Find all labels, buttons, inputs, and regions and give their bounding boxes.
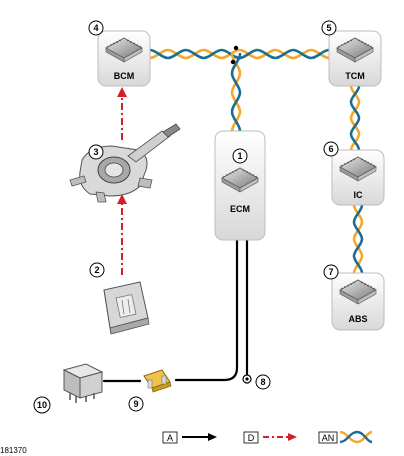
ic-label: IC	[354, 190, 364, 200]
ground-icon	[242, 374, 252, 384]
callout-8-number: 8	[260, 377, 265, 387]
callout-3-number: 3	[93, 147, 98, 157]
legend-key-a: A	[167, 433, 173, 443]
callout-7-number: 7	[328, 267, 333, 277]
can-segment-tcm-ic	[349, 84, 361, 152]
can-segment-ic-abs	[352, 203, 364, 275]
arrow-right-icon	[288, 433, 297, 441]
callout-3: 3	[88, 144, 104, 160]
tcm-label: TCM	[345, 71, 365, 81]
ecm-label: ECM	[230, 204, 250, 214]
bcm-module: BCM	[97, 30, 151, 87]
relay-icon	[62, 363, 104, 403]
legend-item-d: D	[243, 431, 297, 444]
can-segment-ic-abs	[352, 203, 364, 275]
tcm-module: TCM	[328, 30, 382, 87]
legend-key-an: AN	[322, 433, 335, 443]
callout-9: 9	[128, 396, 144, 412]
callout-9-number: 9	[133, 399, 138, 409]
steering-column-switch-icon	[69, 123, 181, 203]
callout-8: 8	[255, 374, 271, 390]
callout-1: 1	[232, 148, 248, 164]
arrow-up-icon	[117, 194, 127, 204]
callout-4: 4	[88, 20, 104, 36]
callout-10: 10	[33, 396, 51, 414]
arrow-up-icon	[117, 87, 127, 97]
fuse-icon	[143, 369, 172, 393]
wire-ecm-to-fuse	[174, 238, 239, 382]
ic-module: IC	[331, 149, 385, 206]
legend-item-a: A	[162, 431, 217, 444]
callout-2-number: 2	[94, 265, 99, 275]
bcm-label: BCM	[114, 71, 135, 81]
callout-5: 5	[321, 20, 337, 36]
can-segment-bus-ecm	[230, 52, 242, 133]
callout-1-number: 1	[237, 151, 242, 161]
can-segment-tcm-ic	[349, 84, 361, 152]
ecm-module: ECM	[214, 130, 266, 241]
callout-4-number: 4	[93, 23, 98, 33]
callout-7: 7	[323, 264, 339, 280]
can-segment-bcm-tcm	[148, 48, 331, 60]
bus-junction-dot	[233, 45, 239, 51]
callout-2: 2	[89, 262, 105, 278]
hardwire-connections	[102, 238, 249, 383]
figure-id: 181370	[0, 446, 27, 455]
sensor-module-icon	[103, 281, 150, 335]
dash-arrowheads	[117, 87, 127, 204]
abs-module: ABS	[331, 272, 385, 331]
callout-6-number: 6	[328, 144, 333, 154]
legend-key-d: D	[248, 433, 255, 443]
callout-5-number: 5	[326, 23, 331, 33]
legend: A D AN	[162, 430, 373, 444]
callout-6: 6	[323, 141, 339, 157]
bus-junction-dot	[230, 59, 236, 65]
can-bus-network	[148, 45, 364, 275]
can-segment-bus-ecm	[230, 52, 242, 133]
arrow-right-icon	[208, 433, 217, 441]
abs-label: ABS	[348, 314, 367, 324]
legend-item-an: AN	[318, 430, 373, 444]
callout-10-number: 10	[37, 400, 47, 410]
